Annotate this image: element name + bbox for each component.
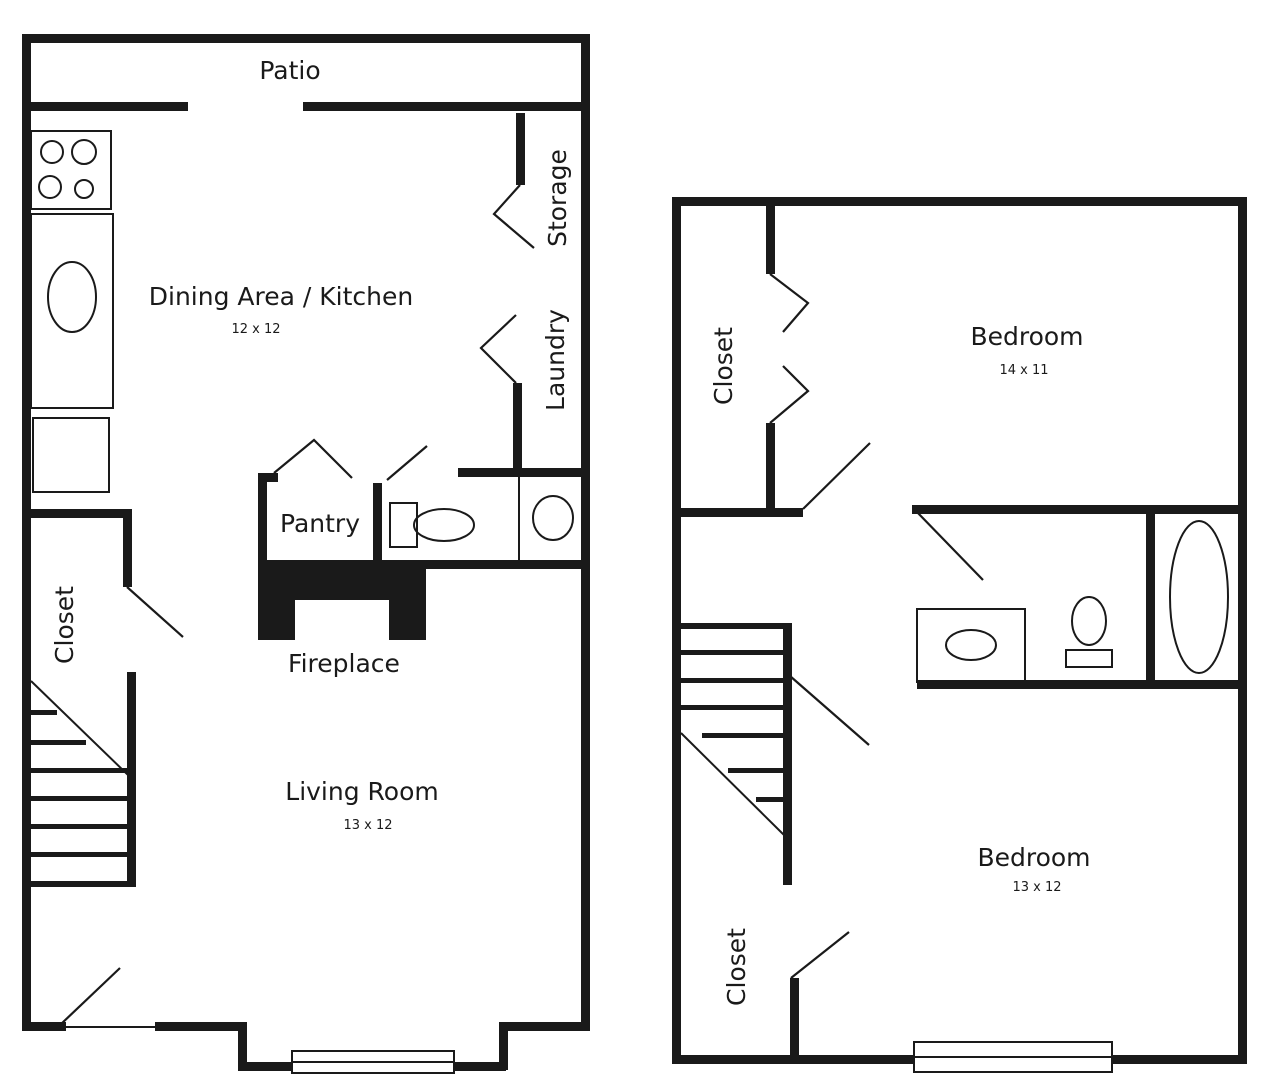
wall-closet-lower <box>766 423 775 513</box>
wall-bay-right <box>499 1022 508 1070</box>
stair-tread <box>728 768 785 773</box>
stair-tread <box>31 740 86 745</box>
label-pantry: Pantry <box>280 509 360 538</box>
bathtub-icon <box>1169 520 1229 674</box>
label-fireplace: Fireplace <box>288 649 400 678</box>
stair-diagonal <box>30 680 129 776</box>
wall-bedroom-divider-left <box>672 508 803 517</box>
wall-storage <box>516 113 525 185</box>
label-closet-bottom: Closet <box>722 928 751 1006</box>
wall-laundry <box>513 383 522 475</box>
stair-tread <box>31 881 136 887</box>
stair-tread <box>31 824 127 829</box>
toilet-icon <box>413 508 475 542</box>
wall-stairs-right <box>783 623 792 885</box>
fireplace-opening <box>295 600 389 640</box>
bedroom-door-bottom <box>789 675 870 746</box>
label-bedroom-top: Bedroom <box>970 322 1083 351</box>
wall-top <box>672 197 1246 206</box>
stove <box>30 130 112 210</box>
wall-closet-top <box>22 509 132 518</box>
wall-tub <box>1146 510 1155 688</box>
wall-bath-bottom <box>382 560 590 569</box>
stair-tread <box>31 768 127 773</box>
water-heater-icon <box>532 495 574 541</box>
wall-pantry-right <box>373 483 382 563</box>
label-dining-kitchen: Dining Area / Kitchen <box>149 282 413 311</box>
stair-tread <box>681 623 785 629</box>
half-bath-door <box>386 445 428 481</box>
burner-icon <box>40 140 64 164</box>
front-door <box>59 967 121 1026</box>
sink-icon <box>47 261 97 333</box>
label-closet: Closet <box>50 586 79 664</box>
label-bedroom-top-size: 14 x 11 <box>999 363 1048 378</box>
laundry-door <box>479 314 517 384</box>
burner-icon <box>74 179 94 199</box>
wall-bedroom-divider-right <box>912 505 1247 514</box>
wall-pantry-top-stub <box>258 473 278 482</box>
wall-right <box>581 34 590 1030</box>
bedroom-door-top <box>802 442 871 510</box>
label-dining-kitchen-size: 12 x 12 <box>231 322 280 337</box>
wall-stairs-right <box>127 672 136 887</box>
wall-bay-left <box>238 1022 247 1070</box>
wall-closet-right <box>123 509 132 587</box>
wall-left-lower <box>22 330 31 1030</box>
vanity <box>389 502 418 548</box>
storage-door <box>492 184 535 249</box>
wall-left <box>672 197 681 1063</box>
wall-pantry-left <box>258 473 267 563</box>
wall-patio-left <box>22 102 188 111</box>
label-living-room-size: 13 x 12 <box>343 818 392 833</box>
wall-laundry-bottom <box>458 468 590 477</box>
pantry-door <box>273 438 353 479</box>
stair-tread <box>681 705 785 710</box>
stair-tread <box>31 796 127 801</box>
vanity <box>916 608 1026 683</box>
refrigerator <box>32 417 110 493</box>
stair-tread <box>756 797 785 802</box>
stair-tread <box>31 852 127 857</box>
label-living-room: Living Room <box>285 777 438 806</box>
stair-tread <box>681 650 785 655</box>
sink-icon <box>945 629 997 661</box>
wall-bottom-mid-left <box>155 1022 243 1031</box>
burner-icon <box>38 175 62 199</box>
wall-bath-bottom <box>917 680 1247 689</box>
second-floor: Closet Bedroom 14 x 11 Bedroom 13 x 12 C… <box>672 197 1247 1073</box>
closet-door-bottom <box>790 931 850 979</box>
label-bedroom-bottom-size: 13 x 12 <box>1012 880 1061 895</box>
staircase <box>30 680 136 887</box>
label-closet-top: Closet <box>709 327 738 405</box>
burner-icon <box>71 139 97 165</box>
wall-bottom-left <box>22 1022 66 1031</box>
label-patio: Patio <box>259 56 320 85</box>
stair-tread <box>681 678 785 683</box>
stair-diagonal <box>680 732 786 837</box>
label-storage: Storage <box>543 149 572 247</box>
wall-closet-bottom <box>790 978 799 1058</box>
wall-closet-upper <box>766 206 775 274</box>
closet-door-lower <box>769 365 810 424</box>
stair-tread <box>702 733 785 738</box>
closet-door <box>126 586 184 638</box>
toilet-icon <box>1071 596 1107 646</box>
wall-left-upper <box>22 34 31 330</box>
label-laundry: Laundry <box>541 309 570 411</box>
bath-door <box>915 510 984 581</box>
kitchen-counter <box>30 213 114 409</box>
toilet-tank <box>1065 649 1113 668</box>
wall-right <box>1238 197 1247 1063</box>
wall-patio-right <box>303 102 590 111</box>
stair-tread <box>31 710 57 715</box>
wall-bottom-right <box>499 1022 590 1031</box>
staircase <box>680 623 786 837</box>
first-floor: Patio Dining Area / Kitchen 12 x 12 Stor… <box>22 34 590 1074</box>
label-bedroom-bottom: Bedroom <box>977 843 1090 872</box>
wall-top <box>22 34 590 43</box>
closet-door-upper <box>769 273 810 333</box>
